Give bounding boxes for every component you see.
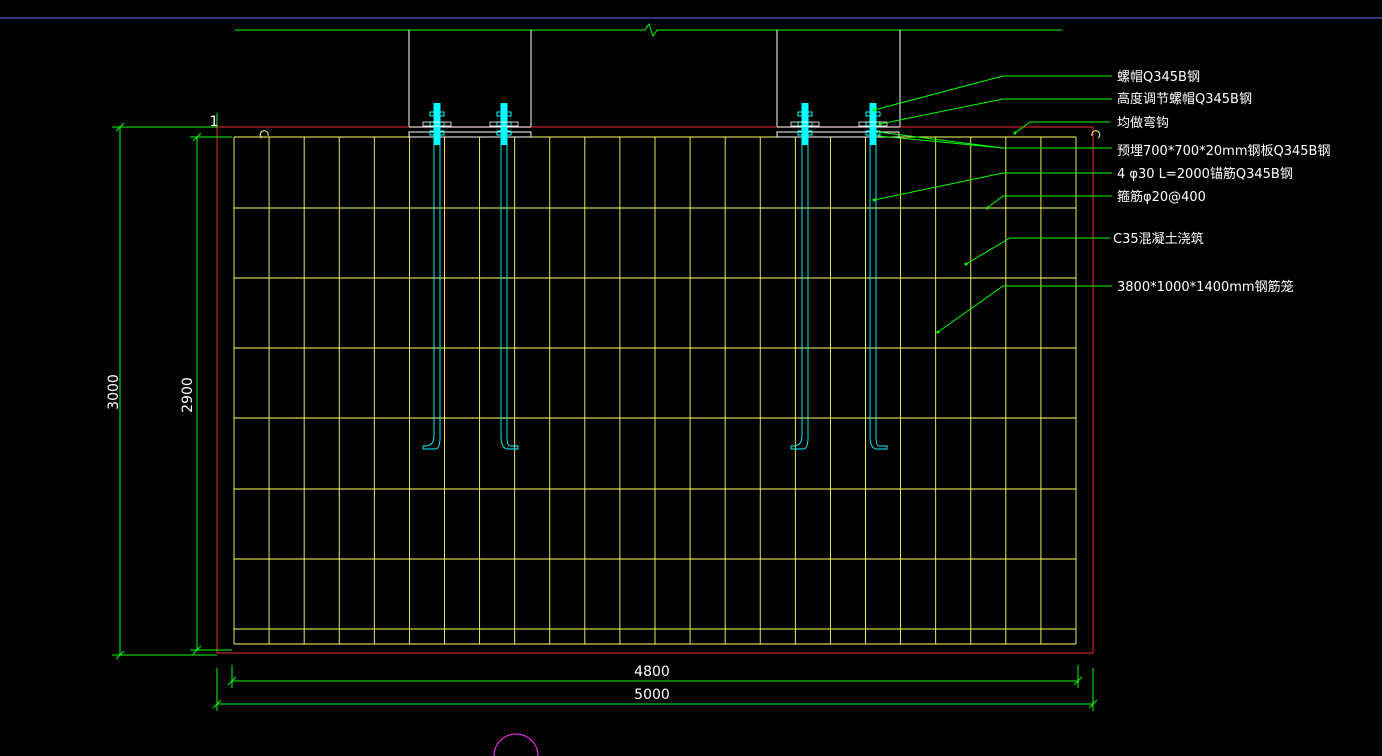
label-concrete: C35混凝土浇筑 — [1113, 231, 1204, 247]
label-nut: 螺帽Q345B钢 — [1117, 69, 1200, 85]
foundation-outline — [216, 126, 1094, 654]
dim-inner-height: 2900 — [180, 377, 196, 413]
label-stirrup: 箍筋φ20@400 — [1117, 189, 1206, 205]
leader-dots — [872, 108, 1017, 334]
label-hook: 均做弯钩 — [1117, 115, 1169, 131]
steel-columns — [408, 30, 901, 127]
label-plate: 预埋700*700*20mm钢板Q345B钢 — [1117, 144, 1330, 159]
leader-lines — [873, 75, 1112, 333]
view-marker-circle — [493, 733, 539, 756]
anchor-bolts — [422, 103, 888, 450]
corner-hooks — [259, 130, 1101, 139]
dim-inner-width: 4800 — [634, 664, 670, 680]
callout-labels: 螺帽Q345B钢 高度调节螺帽Q345B钢 均做弯钩 预埋700*700*20m… — [1113, 69, 1330, 295]
anchor-bolt — [489, 103, 519, 450]
column-top-line — [235, 22, 1062, 38]
label-adjust-nut: 高度调节螺帽Q345B钢 — [1117, 91, 1252, 107]
dim-outer-height: 3000 — [106, 374, 122, 410]
label-anchor: 4 φ30 L=2000锚筋Q345B钢 — [1117, 166, 1293, 182]
rebar-cage-grid — [233, 136, 1077, 645]
anchor-bolt — [790, 103, 820, 450]
anchor-bolt — [422, 103, 452, 450]
label-cage: 3800*1000*1400mm钢筋笼 — [1117, 279, 1294, 295]
section-mark: 1 — [210, 114, 219, 130]
dimension-lines — [112, 113, 1098, 711]
dim-outer-width: 5000 — [634, 687, 670, 703]
